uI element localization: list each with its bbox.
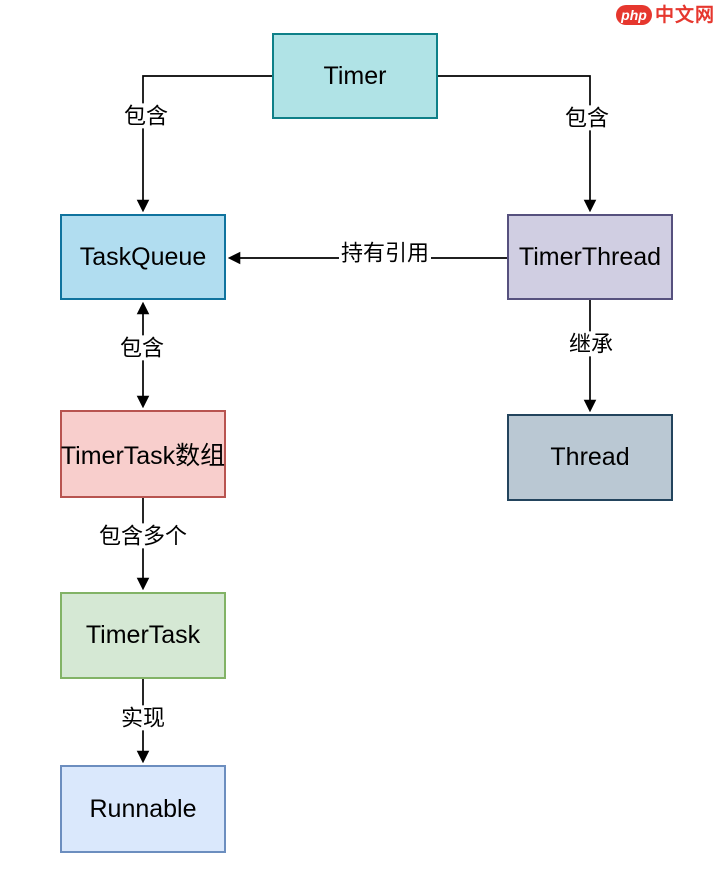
edge-label-inherits: 继承 — [566, 331, 616, 357]
node-thread: Thread — [507, 414, 673, 501]
edge-timer-to-taskqueue — [143, 75, 272, 210]
php-logo-icon: php — [615, 5, 652, 25]
edge-label-contains-middle: 包含 — [117, 335, 167, 361]
site-logo[interactable]: php 中文网 — [615, 4, 715, 26]
node-timer: Timer — [272, 33, 438, 119]
site-logo-text: 中文网 — [654, 4, 715, 26]
edge-timer-to-timerthread — [438, 75, 590, 210]
edge-label-contains-multiple: 包含多个 — [96, 523, 190, 549]
node-task-queue: TaskQueue — [60, 214, 226, 300]
edge-label-implements: 实现 — [118, 705, 168, 731]
node-runnable: Runnable — [60, 765, 226, 853]
node-timer-task: TimerTask — [60, 592, 226, 679]
edge-label-contains-right: 包含 — [562, 105, 612, 131]
edge-label-holds-reference: 持有引用 — [338, 240, 432, 266]
node-timer-task-array: TimerTask数组 — [60, 410, 226, 498]
edge-label-contains-left: 包含 — [121, 103, 171, 129]
node-timer-thread: TimerThread — [507, 214, 673, 300]
